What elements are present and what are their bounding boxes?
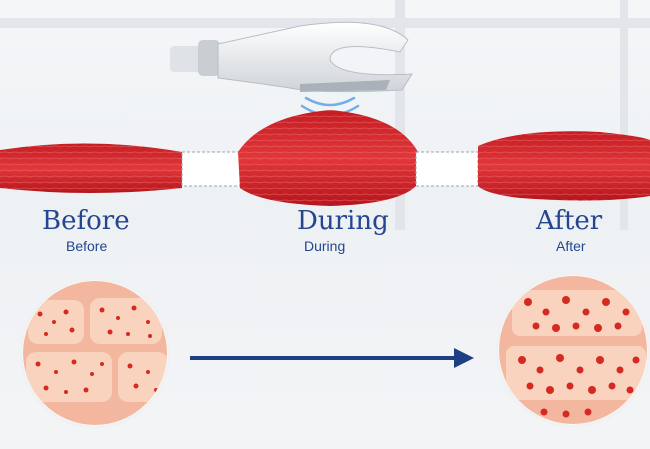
handpiece-icon — [170, 21, 413, 93]
fat-cell-after — [495, 272, 650, 428]
stage-sublabel-before: Before — [66, 238, 108, 254]
background-post — [620, 0, 628, 230]
stage-sublabel-after: After — [556, 238, 586, 254]
background-post — [395, 0, 405, 230]
stage-sublabel-during: During — [304, 238, 346, 254]
stage-label-after: After — [536, 206, 603, 236]
connector — [415, 151, 479, 187]
muscle-during — [238, 110, 418, 206]
fat-cell-before — [19, 277, 171, 429]
right-arrow-icon — [190, 348, 474, 368]
muscle-before — [0, 143, 182, 193]
connector — [181, 151, 241, 187]
stage-label-before: Before — [42, 206, 130, 236]
muscle-after — [478, 131, 650, 201]
stage-label-during: During — [297, 206, 389, 236]
